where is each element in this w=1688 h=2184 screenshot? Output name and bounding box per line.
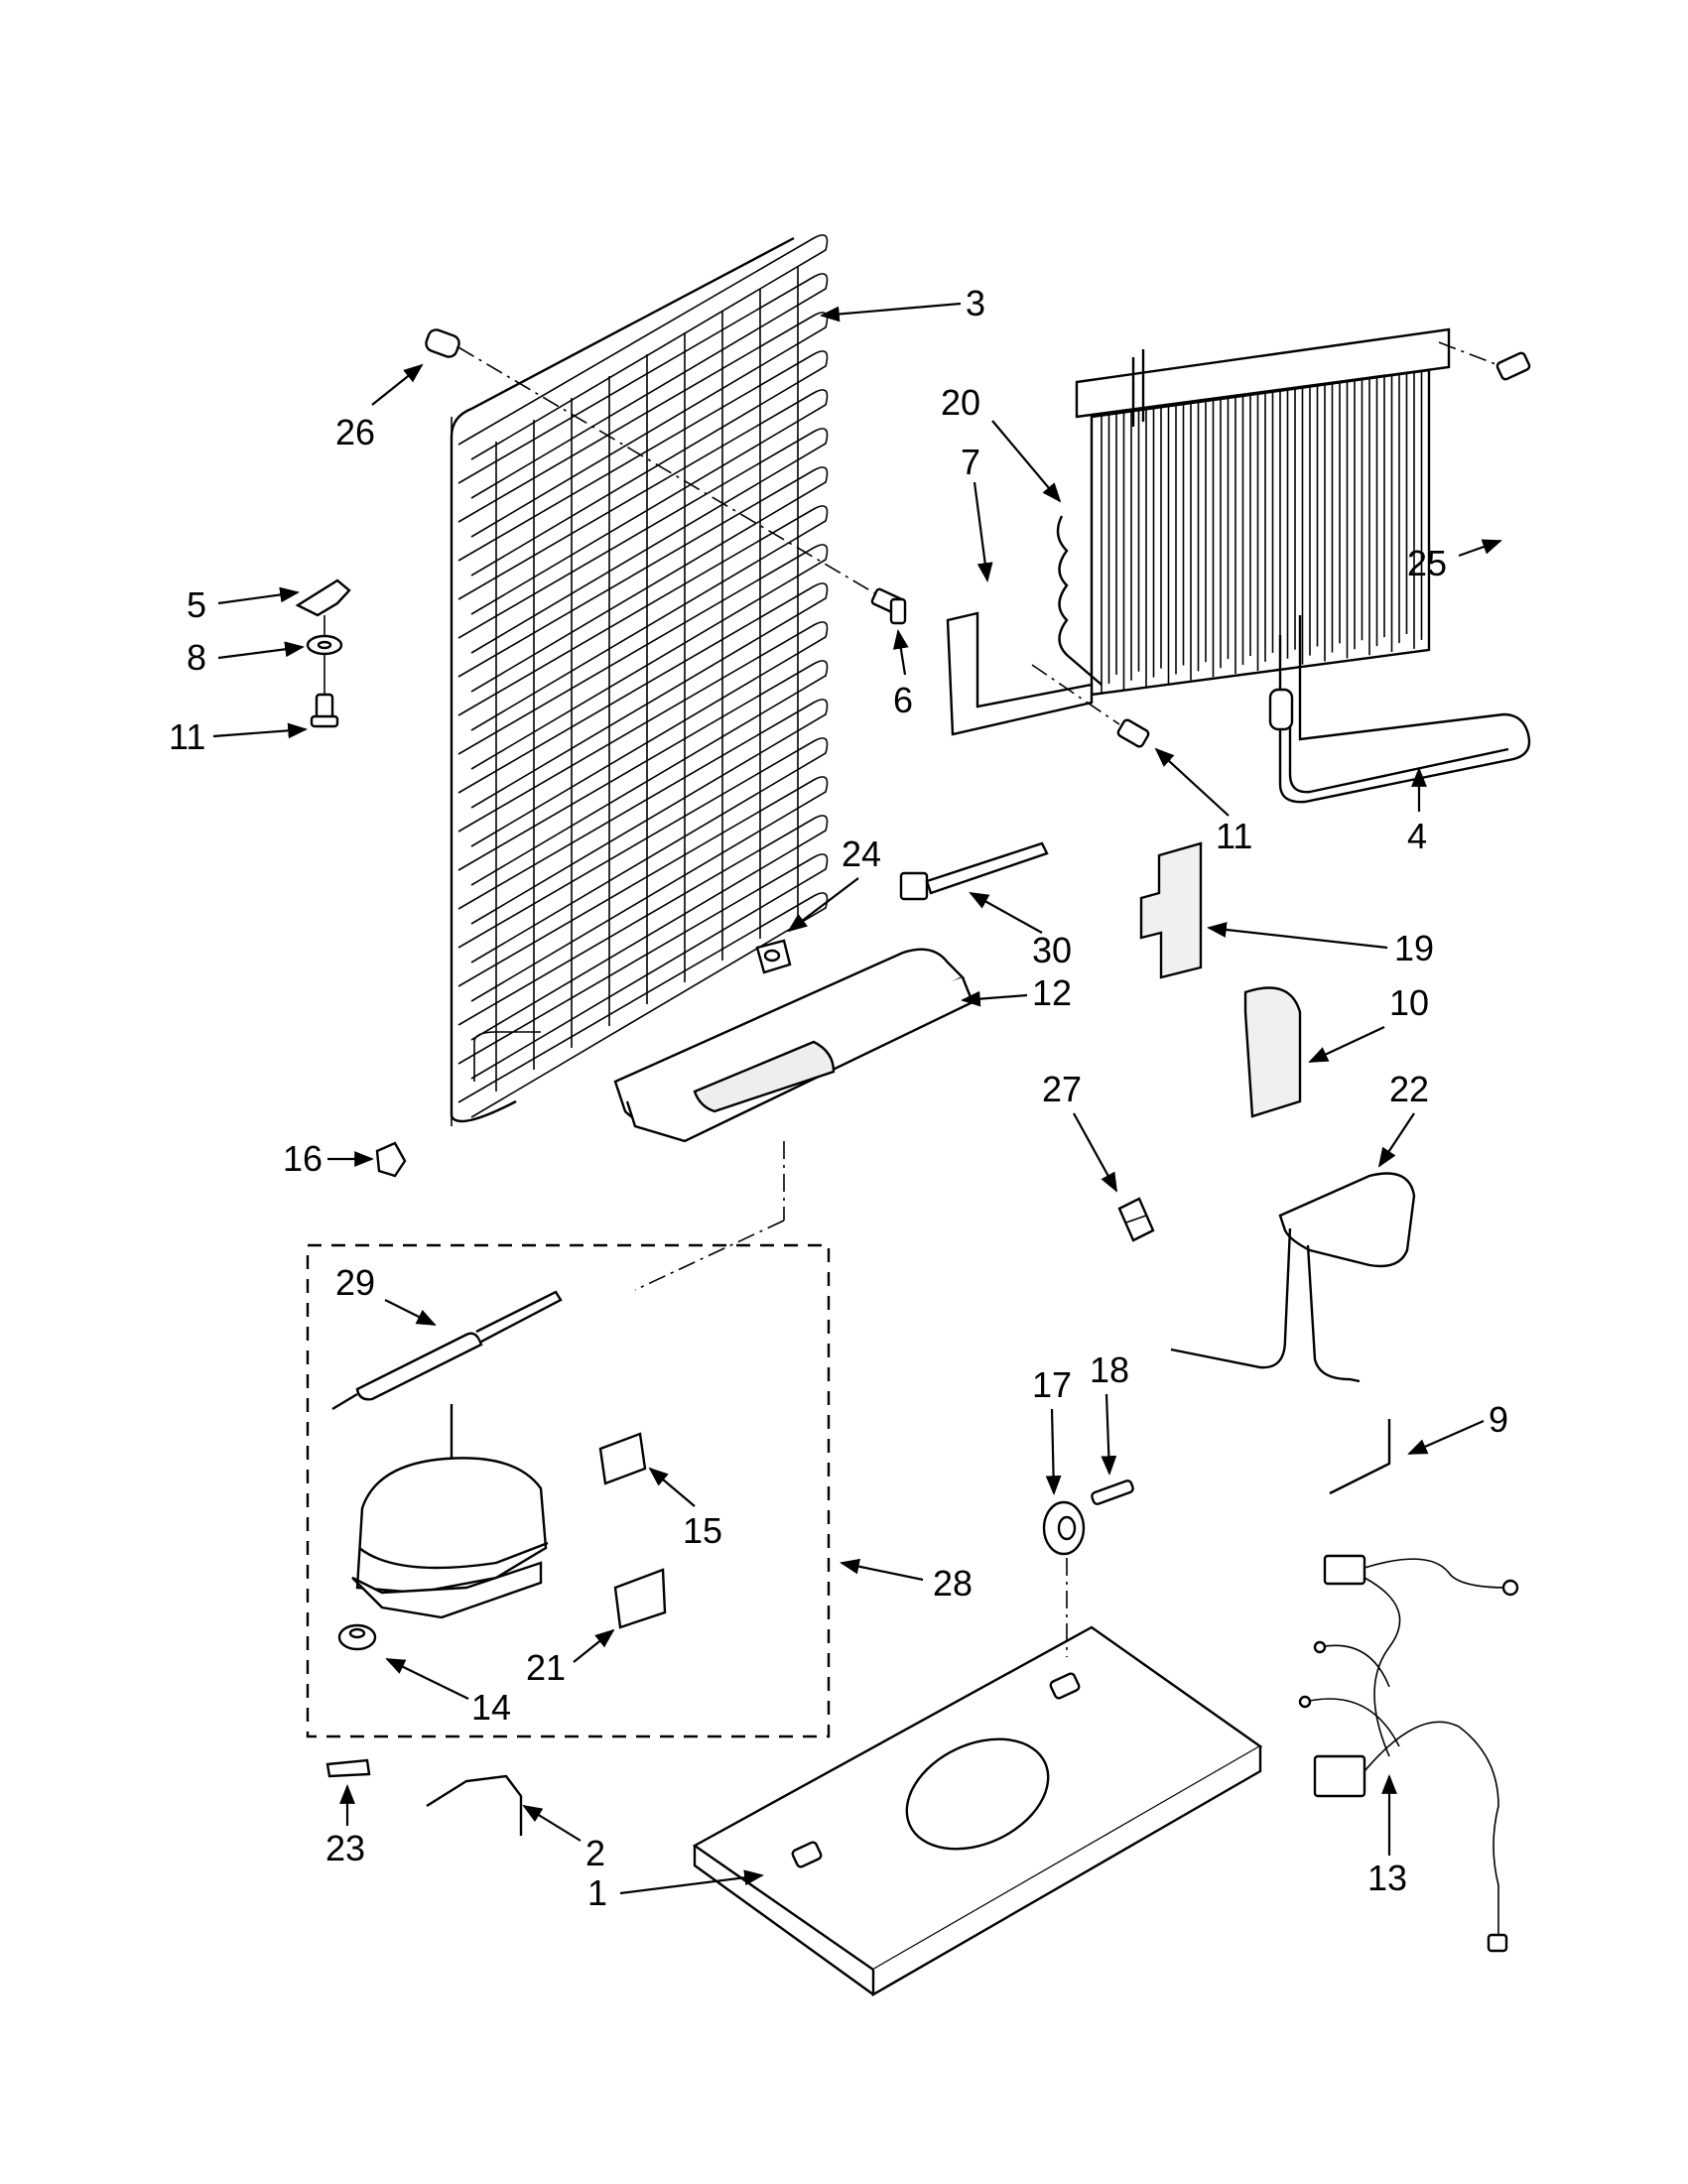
callout-18: 18: [1090, 1349, 1129, 1390]
callout-14: 14: [471, 1687, 511, 1728]
wire-bracket: [426, 1774, 523, 1836]
callout-19: 19: [1394, 928, 1434, 968]
callout-29: 29: [335, 1262, 375, 1303]
base-plate: [692, 1558, 1263, 1997]
callout-26: 26: [335, 412, 375, 452]
drain-pan: [613, 948, 974, 1220]
callout-30: 30: [1032, 930, 1072, 970]
washer: [306, 634, 343, 656]
callout-16: 16: [283, 1138, 323, 1179]
screw-25: [1438, 341, 1531, 381]
filter-drier: [331, 1290, 563, 1411]
callout-27: 27: [1042, 1069, 1082, 1109]
axle-screw: [1091, 1479, 1134, 1505]
callout-11-right: 11: [1216, 816, 1252, 856]
callout-9: 9: [1489, 1399, 1508, 1440]
tube-assembly: [1170, 1172, 1416, 1383]
callout-10: 10: [1389, 982, 1429, 1023]
bracket-27: [1117, 1197, 1155, 1242]
callout-5: 5: [187, 584, 206, 625]
condenser-coil: [450, 234, 829, 1126]
callout-4: 4: [1407, 816, 1427, 856]
screw-6: [870, 587, 907, 625]
callout-17: 17: [1032, 1364, 1072, 1405]
foam-block-19: [1139, 841, 1203, 979]
overload-relay: [598, 1432, 647, 1485]
callout-3: 3: [966, 283, 985, 323]
tube-9: [1329, 1419, 1391, 1495]
cable-tie: [899, 841, 1049, 901]
callout-13: 13: [1367, 1858, 1407, 1898]
callout-24: 24: [842, 834, 881, 874]
evaporator: [1056, 327, 1451, 697]
compressor-kit-box: [306, 1220, 831, 1738]
nut: [755, 939, 792, 974]
callout-12: 12: [1032, 972, 1072, 1013]
callouts: 3 26 20 7 25 5 8 11 6 11 4 24 30 19 12 1…: [169, 283, 1508, 1913]
screw-11-right: [1031, 664, 1150, 748]
callout-25: 25: [1407, 543, 1447, 583]
callout-6: 6: [893, 680, 913, 720]
callout-15: 15: [683, 1510, 722, 1551]
evaporator-bracket: [946, 611, 1094, 736]
callout-20: 20: [941, 382, 980, 423]
callout-1: 1: [587, 1872, 607, 1913]
roller: [1042, 1500, 1086, 1556]
callout-28: 28: [933, 1563, 973, 1604]
wire-harness: [1298, 1554, 1519, 1953]
clip-23: [325, 1758, 371, 1778]
capacitor: [613, 1568, 667, 1629]
callout-2: 2: [585, 1833, 605, 1873]
grommet: [425, 328, 879, 596]
clip: [375, 1141, 407, 1178]
screw-left: [310, 693, 339, 728]
foam-block-10: [1243, 986, 1302, 1118]
defrost-heater: [1268, 615, 1531, 804]
callout-7: 7: [961, 442, 980, 482]
grommet-mount: [337, 1623, 377, 1651]
callout-21: 21: [526, 1647, 566, 1688]
compressor: [351, 1404, 549, 1619]
callout-11-left: 11: [169, 716, 205, 757]
callout-23: 23: [325, 1828, 365, 1868]
callout-8: 8: [187, 637, 206, 678]
callout-22: 22: [1389, 1069, 1429, 1109]
